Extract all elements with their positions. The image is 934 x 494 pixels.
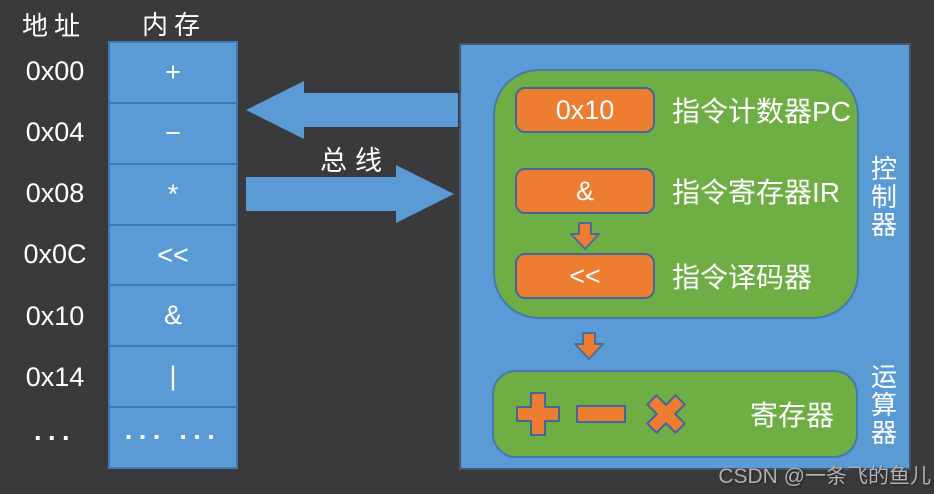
alu-label: 运算器 [870, 362, 897, 448]
memory-table: + − * << & | ··· ··· [108, 41, 238, 469]
memory-cell: + [110, 43, 236, 102]
ir-row: & 指令寄存器IR [515, 168, 840, 214]
down-arrow-icon [574, 332, 604, 360]
alu-box: 寄存器 [492, 370, 858, 458]
memory-cell: & [110, 286, 236, 346]
memory-cell: << [110, 225, 236, 285]
address-column-header: 地址 [22, 11, 87, 41]
bus-arrow-right-icon [246, 165, 454, 223]
address-label: 0x08 [25, 178, 85, 209]
address-label: 0x14 [25, 361, 85, 392]
ir-value-box: & [515, 168, 655, 214]
bus-arrow-left-icon [246, 81, 458, 139]
minus-icon [576, 405, 626, 423]
address-label: 0x04 [25, 117, 85, 148]
memory-cell: − [110, 103, 236, 163]
plus-icon [516, 392, 560, 436]
memory-cell: * [110, 164, 236, 224]
memory-column-header: 内存 [142, 10, 207, 40]
down-arrow-icon [570, 222, 600, 250]
bus-label: 总线 [320, 146, 390, 176]
register-label: 寄存器 [750, 400, 835, 431]
times-icon [646, 394, 686, 434]
ir-label: 指令寄存器IR [672, 177, 841, 208]
pc-label: 指令计数器PC [672, 96, 851, 127]
decoder-row: << 指令译码器 [515, 253, 812, 299]
controller-box: 0x10 指令计数器PC & 指令寄存器IR << 指令译码器 [493, 69, 859, 319]
decoder-value-box: << [515, 253, 655, 299]
address-ellipsis: ··· [34, 422, 76, 453]
address-label: 0x00 [25, 56, 85, 87]
controller-label: 控制器 [870, 154, 897, 240]
memory-cell-ellipsis: ··· ··· [110, 408, 236, 468]
pc-row: 0x10 指令计数器PC [515, 87, 851, 133]
address-column: 0x00 0x04 0x08 0x0C 0x10 0x14 ··· [8, 41, 102, 469]
decoder-label: 指令译码器 [672, 262, 813, 293]
address-label: 0x0C [23, 239, 87, 270]
memory-cell: | [110, 347, 236, 407]
cpu-box: 0x10 指令计数器PC & 指令寄存器IR << 指令译码器 控制器 [459, 43, 911, 470]
pc-value-box: 0x10 [515, 87, 655, 133]
watermark: CSDN @一条飞的鱼儿 [718, 465, 931, 488]
address-label: 0x10 [25, 300, 85, 331]
